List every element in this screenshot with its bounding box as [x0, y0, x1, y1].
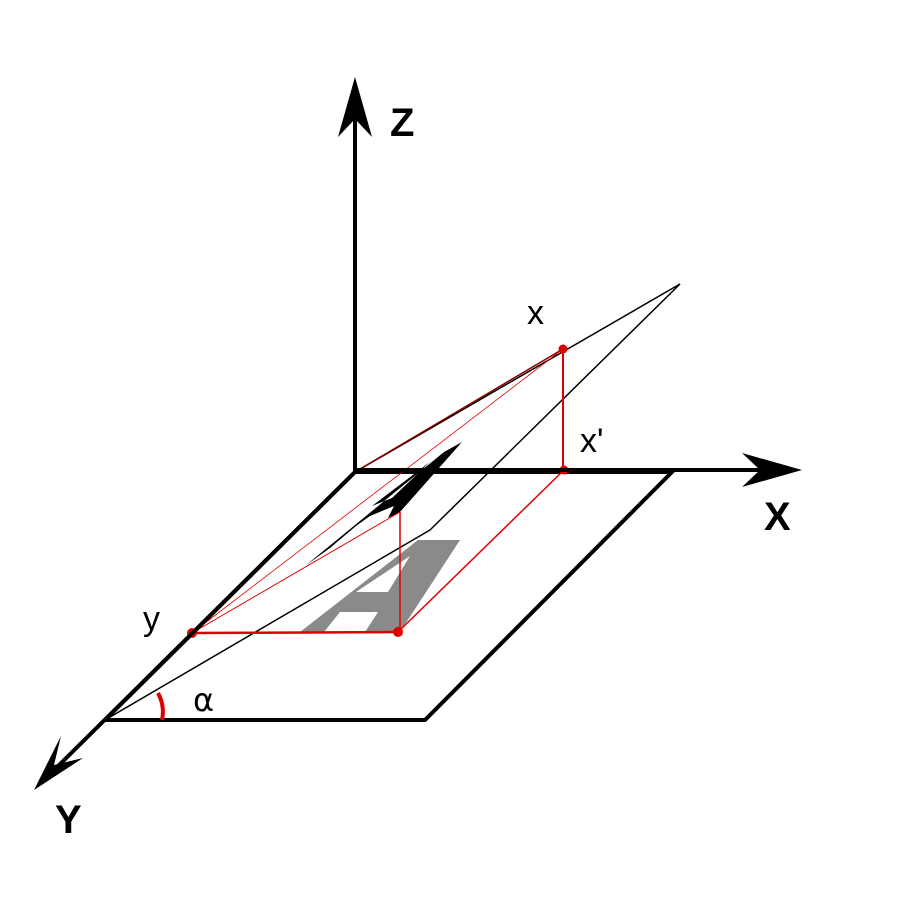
z-axis-label: Z	[390, 101, 414, 145]
angle-alpha-label: α	[193, 681, 214, 719]
projection-line-y-to-corner	[191, 630, 399, 635]
point-x-label: x	[527, 294, 544, 332]
y-axis	[34, 470, 357, 790]
point-corner	[393, 627, 403, 637]
y-axis-label: Y	[55, 798, 82, 842]
tilted-plane-edge-front	[104, 529, 431, 721]
projection-line-xprime-to-corner	[397, 469, 565, 633]
tilted-plane-edge-right	[429, 283, 681, 531]
projection-line-origin-to-x	[354, 348, 564, 473]
projected-letter-a	[300, 540, 460, 632]
y-axis-arrowhead	[34, 736, 83, 790]
point-x	[558, 344, 568, 354]
z-axis-arrowhead	[338, 77, 372, 137]
x-axis-arrowhead	[742, 453, 802, 487]
x-axis-label: X	[764, 495, 791, 539]
point-y-label: y	[143, 600, 160, 638]
point-x-prime-label: x'	[580, 422, 604, 460]
projection-line-y-to-x	[191, 348, 564, 634]
angle-alpha-arc	[156, 692, 165, 721]
tilted-letter-a	[305, 442, 462, 566]
x-axis	[355, 453, 802, 487]
projection-line-y-to-tilted-corner	[191, 511, 401, 634]
projection-lines	[191, 348, 565, 635]
z-axis	[338, 77, 372, 472]
